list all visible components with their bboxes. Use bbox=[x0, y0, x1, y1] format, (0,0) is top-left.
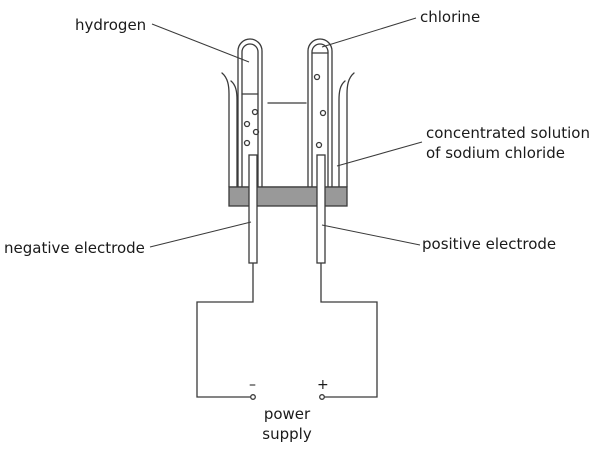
chlorine-bubble bbox=[313, 73, 321, 81]
chlorine-bubble bbox=[319, 109, 327, 117]
chlorine-label: chlorine bbox=[420, 8, 481, 26]
positive-electrode-label: positive electrode bbox=[422, 235, 557, 253]
positive-electrode bbox=[316, 154, 326, 264]
positive-wire bbox=[320, 263, 378, 398]
negative-electrode-leader bbox=[149, 221, 252, 248]
positive-terminal bbox=[319, 394, 325, 400]
negative-electrode-label: negative electrode bbox=[4, 239, 145, 257]
chlorine-leader bbox=[321, 17, 417, 48]
negative-terminal bbox=[250, 394, 256, 400]
positive-electrode-leader bbox=[321, 224, 421, 246]
plus-sign: + bbox=[317, 377, 329, 393]
hydrogen-bubble bbox=[252, 128, 260, 136]
negative-electrode bbox=[248, 154, 258, 264]
chlorine-tube bbox=[307, 38, 333, 188]
hydrogen-bubble bbox=[243, 139, 251, 147]
hydrogen-tube bbox=[237, 38, 263, 188]
hydrogen-bubble bbox=[251, 108, 259, 116]
solution-label-line2: of sodium chloride bbox=[426, 144, 565, 162]
beaker-inner-wall bbox=[230, 80, 346, 188]
power-supply-label-line1: power bbox=[263, 405, 311, 423]
hydrogen-label: hydrogen bbox=[75, 16, 147, 34]
solution-label-line1: concentrated solution bbox=[426, 124, 590, 142]
solution-leader bbox=[336, 141, 423, 167]
chlorine-bubble bbox=[315, 141, 323, 149]
power-supply-label-line2: supply bbox=[262, 425, 312, 443]
beaker-base bbox=[228, 186, 348, 207]
negative-wire bbox=[196, 263, 254, 398]
hydrogen-bubble bbox=[243, 120, 251, 128]
hydrogen-leader bbox=[151, 23, 250, 63]
minus-sign: – bbox=[249, 377, 256, 393]
